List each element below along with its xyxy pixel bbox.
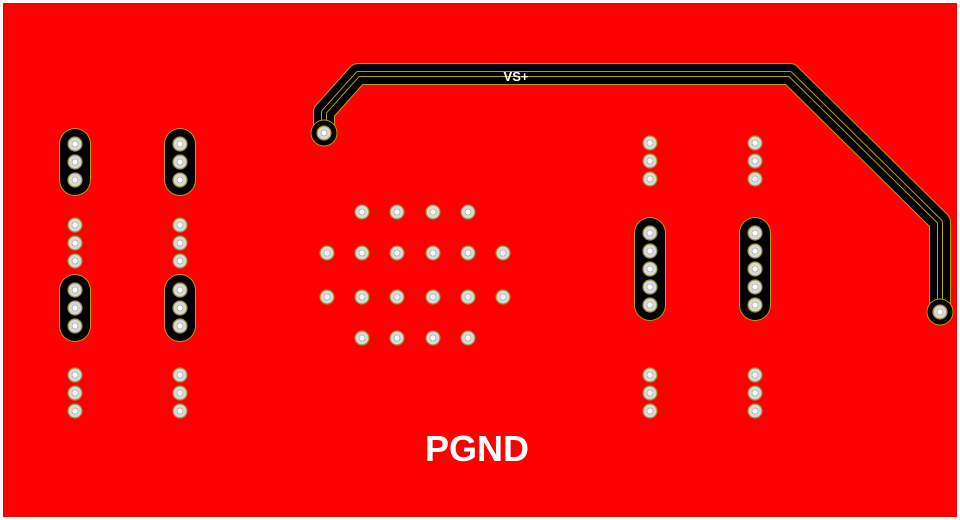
via [67, 385, 83, 401]
via [389, 330, 405, 346]
trace-net-label: VS+ [504, 69, 529, 84]
via [747, 297, 763, 313]
via [747, 385, 763, 401]
via [460, 330, 476, 346]
via [172, 172, 188, 188]
via [495, 289, 511, 305]
via [172, 318, 188, 334]
via [642, 367, 658, 383]
via [642, 403, 658, 419]
via [642, 243, 658, 259]
via [172, 136, 188, 152]
via [319, 245, 335, 261]
via [747, 279, 763, 295]
via [495, 245, 511, 261]
via [172, 300, 188, 316]
via [460, 204, 476, 220]
via [642, 171, 658, 187]
via [354, 330, 370, 346]
via [642, 135, 658, 151]
via [747, 153, 763, 169]
via [67, 403, 83, 419]
via [642, 297, 658, 313]
via [425, 245, 441, 261]
via [172, 282, 188, 298]
plane-net-label: PGND [425, 428, 529, 469]
via [67, 235, 83, 251]
via [642, 279, 658, 295]
via [67, 282, 83, 298]
via [460, 289, 476, 305]
via [425, 204, 441, 220]
via [932, 304, 948, 320]
via [354, 289, 370, 305]
pad-clusters [59, 128, 771, 342]
via [172, 403, 188, 419]
via [425, 289, 441, 305]
via [389, 204, 405, 220]
via [747, 367, 763, 383]
via [172, 154, 188, 170]
vias [67, 125, 948, 419]
via [460, 245, 476, 261]
via [642, 261, 658, 277]
via [67, 253, 83, 269]
via [67, 367, 83, 383]
via [319, 289, 335, 305]
via [67, 154, 83, 170]
via [747, 171, 763, 187]
via [642, 225, 658, 241]
via [389, 245, 405, 261]
via [172, 385, 188, 401]
via [747, 243, 763, 259]
via [389, 289, 405, 305]
via [642, 385, 658, 401]
via [425, 330, 441, 346]
via [172, 235, 188, 251]
via [747, 403, 763, 419]
via [67, 300, 83, 316]
via [316, 125, 332, 141]
via [172, 253, 188, 269]
via [67, 217, 83, 233]
via [354, 204, 370, 220]
via [642, 153, 658, 169]
via [67, 318, 83, 334]
via [172, 367, 188, 383]
via [67, 172, 83, 188]
via [67, 136, 83, 152]
via [747, 261, 763, 277]
via [747, 225, 763, 241]
via [172, 217, 188, 233]
via [747, 135, 763, 151]
via [354, 245, 370, 261]
vs-plus-trace [310, 63, 954, 326]
